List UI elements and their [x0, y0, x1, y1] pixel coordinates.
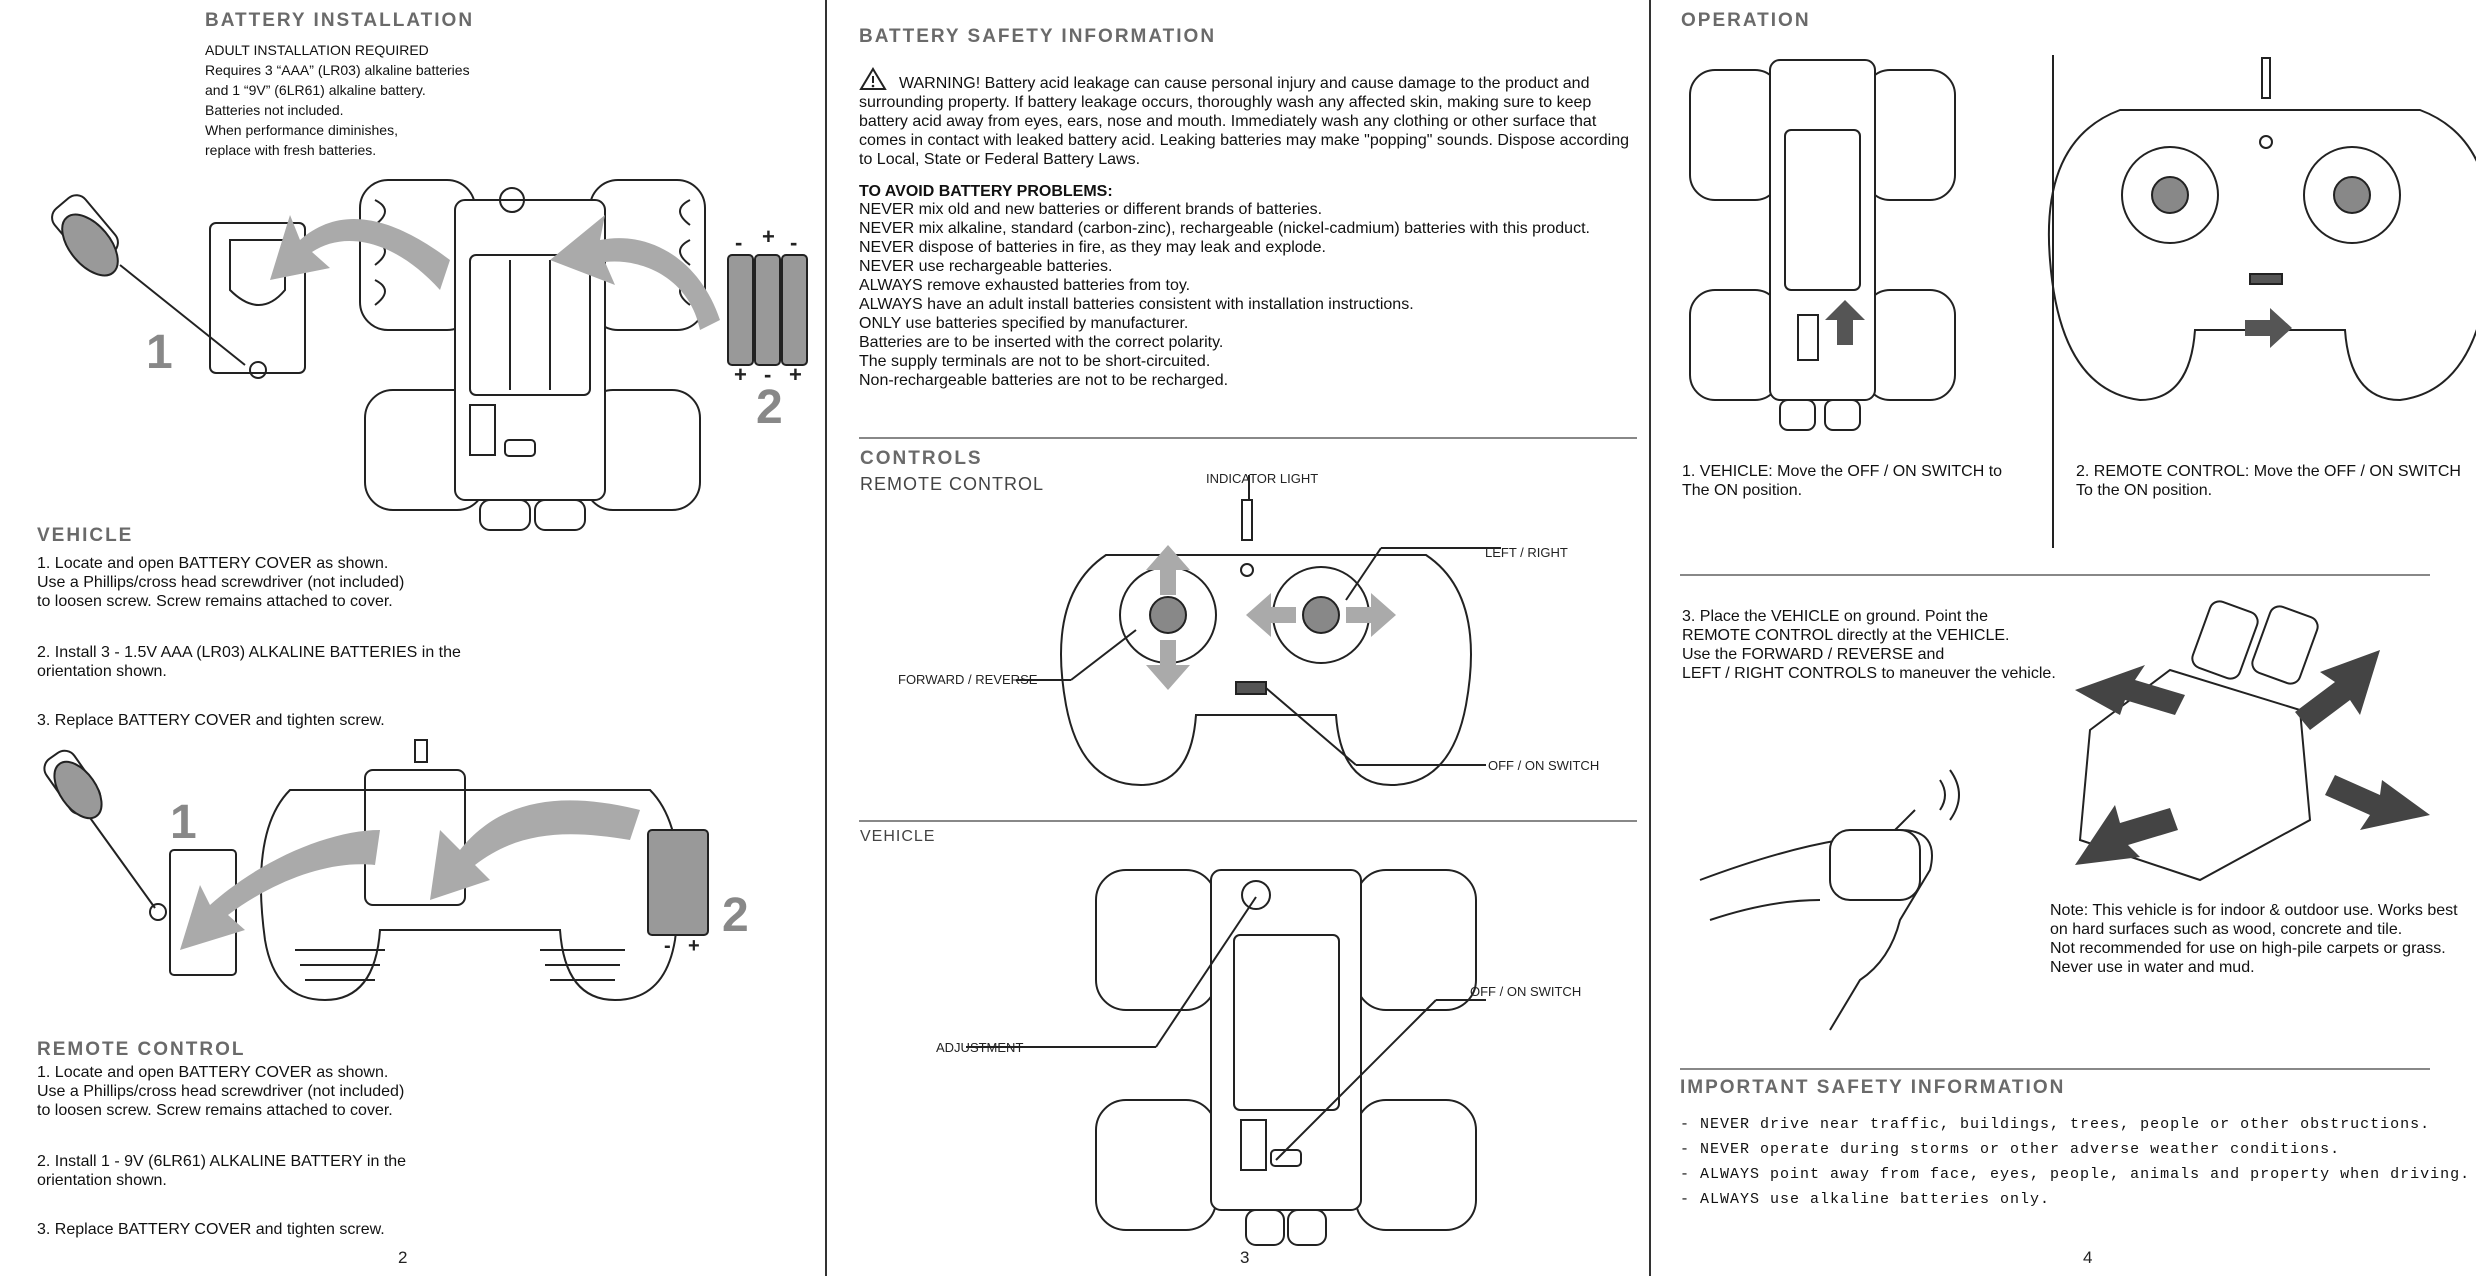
- page-3: BATTERY SAFETY INFORMATION WARNING! Batt…: [826, 0, 1650, 1276]
- list-item: - ALWAYS use alkaline batteries only.: [1680, 1191, 2051, 1208]
- battery-requirements: ADULT INSTALLATION REQUIRED Requires 3 “…: [205, 42, 470, 158]
- operation-step-1: 1. VEHICLE: Move the OFF / ON SWITCH to …: [1682, 463, 2003, 499]
- operation-illustrations: [1689, 55, 2476, 548]
- vehicle-step-1: 1. Locate and open BATTERY COVER as show…: [37, 555, 405, 610]
- indicator-light-label: INDICATOR LIGHT: [1206, 471, 1319, 486]
- battery-installation-heading: BATTERY INSTALLATION: [205, 10, 475, 31]
- page-divider: [825, 0, 827, 1276]
- safety-list: - NEVER drive near traffic, buildings, t…: [1680, 1112, 2470, 1212]
- vehicle-step-2: 2. Install 3 - 1.5V AAA (LR03) ALKALINE …: [37, 644, 461, 680]
- list-item: - ALWAYS point away from face, eyes, peo…: [1680, 1166, 2471, 1183]
- page-number: 2: [398, 1248, 408, 1267]
- left-right-label: LEFT / RIGHT: [1485, 545, 1568, 560]
- list-item: - NEVER drive near traffic, buildings, t…: [1680, 1116, 2431, 1133]
- page-number: 3: [1240, 1248, 1250, 1267]
- page-number: 4: [2083, 1248, 2093, 1267]
- polarity-plus: +: [734, 362, 747, 387]
- vehicle-diagram: [966, 869, 1486, 1246]
- remote-control-heading: REMOTE CONTROL: [37, 1039, 246, 1060]
- remote-illustration: [43, 739, 709, 1002]
- polarity-plus: +: [789, 362, 802, 387]
- driving-illustrations: [1699, 600, 2430, 1031]
- operation-heading: OPERATION: [1681, 10, 1811, 31]
- remote-step-2: 2. Install 1 - 9V (6LR61) ALKALINE BATTE…: [37, 1153, 407, 1189]
- page-2: BATTERY INSTALLATION ADULT INSTALLATION …: [0, 0, 826, 1276]
- vehicle-step-3: 3. Replace BATTERY COVER and tighten scr…: [37, 712, 385, 729]
- operation-step-3: 3. Place the VEHICLE on ground. Point th…: [1682, 608, 2056, 682]
- section-divider: [1680, 1068, 2430, 1070]
- section-divider: [859, 437, 1637, 439]
- battery-warning-text: WARNING! Battery acid leakage can cause …: [859, 75, 1629, 168]
- step-2-number: 2: [756, 381, 783, 434]
- warning-icon: [859, 67, 887, 90]
- page-4: OPERATION 1. VEHICLE: Move the OFF / ON …: [1650, 0, 2476, 1276]
- remote-step-1: 1. Locate and open BATTERY COVER as show…: [37, 1064, 405, 1119]
- avoid-problems-list: NEVER mix old and new batteries or diffe…: [859, 201, 1590, 389]
- vehicle-off-on-switch-label: OFF / ON SWITCH: [1470, 984, 1582, 999]
- forward-reverse-label: FORWARD / REVERSE: [898, 672, 1038, 687]
- avoid-problems-heading: TO AVOID BATTERY PROBLEMS:: [859, 183, 1113, 200]
- battery-safety-heading: BATTERY SAFETY INFORMATION: [859, 26, 1217, 47]
- adjustment-label: ADJUSTMENT: [936, 1040, 1024, 1055]
- remote-step-3: 3. Replace BATTERY COVER and tighten scr…: [37, 1221, 385, 1238]
- operation-note: Note: This vehicle is for indoor & outdo…: [2050, 902, 2458, 976]
- step-2-number: 2: [722, 889, 749, 942]
- step-1-number: 1: [170, 796, 197, 849]
- remote-control-diagram: [1016, 475, 1501, 787]
- polarity-minus: -: [664, 935, 671, 957]
- vehicle-heading: VEHICLE: [37, 525, 134, 546]
- list-item: - NEVER operate during storms or other a…: [1680, 1141, 2341, 1158]
- polarity-minus: -: [790, 230, 798, 255]
- section-divider: [1680, 574, 2430, 576]
- vehicle-subheading: VEHICLE: [860, 828, 936, 845]
- controls-heading: CONTROLS: [860, 448, 983, 469]
- polarity-minus: -: [735, 230, 743, 255]
- off-on-switch-label: OFF / ON SWITCH: [1488, 758, 1600, 773]
- remote-control-subheading: REMOTE CONTROL: [860, 474, 1045, 494]
- important-safety-heading: IMPORTANT SAFETY INFORMATION: [1680, 1077, 2066, 1098]
- polarity-plus: +: [762, 224, 775, 249]
- page-divider: [1649, 0, 1651, 1276]
- polarity-plus: +: [688, 935, 700, 957]
- vehicle-illustration: [51, 179, 808, 531]
- step-1-number: 1: [146, 326, 173, 379]
- section-divider: [859, 820, 1637, 822]
- operation-step-2: 2. REMOTE CONTROL: Move the OFF / ON SWI…: [2076, 463, 2461, 499]
- polarity-minus: -: [764, 362, 772, 387]
